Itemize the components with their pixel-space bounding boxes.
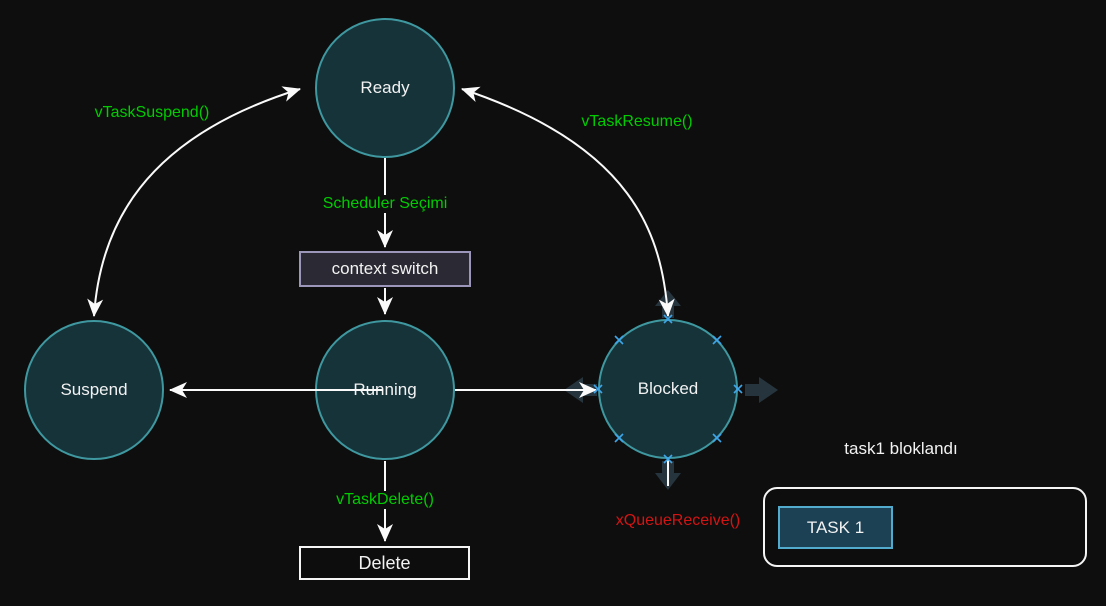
node-blocked[interactable]: Blocked	[598, 319, 738, 459]
node-context-switch[interactable]: context switch	[299, 251, 471, 287]
node-running[interactable]: Running	[315, 320, 455, 460]
blocked-hover-arrow-up	[655, 290, 681, 318]
node-delete[interactable]: Delete	[299, 546, 470, 580]
edge-label-vtaskdelete[interactable]: vTaskDelete()	[331, 491, 439, 509]
node-running-label: Running	[353, 380, 417, 399]
edge-label-vtaskresume[interactable]: vTaskResume()	[576, 113, 698, 131]
blocked-hover-arrow-left	[564, 377, 597, 403]
node-task1[interactable]: TASK 1	[778, 506, 893, 549]
edge-suspend-ready	[87, 86, 301, 317]
blocked-hover-arrow-right	[745, 377, 778, 403]
node-suspend[interactable]: Suspend	[24, 320, 164, 460]
edge-label-vtasksuspend[interactable]: vTaskSuspend()	[89, 104, 215, 122]
node-delete-label: Delete	[358, 552, 411, 573]
annotation-task1-bloklandi[interactable]: task1 bloklandı	[839, 439, 963, 459]
node-blocked-label: Blocked	[637, 379, 699, 398]
edge-label-xqueuereceive[interactable]: xQueueReceive()	[610, 512, 746, 530]
node-suspend-label: Suspend	[60, 380, 128, 399]
edge-label-scheduler-secimi[interactable]: Scheduler Seçimi	[317, 195, 453, 213]
node-ready-label: Ready	[360, 78, 410, 97]
node-task1-label: TASK 1	[806, 517, 865, 537]
blocked-hover-arrow-down	[655, 461, 681, 490]
node-ready[interactable]: Ready	[315, 18, 455, 158]
node-context-switch-label: context switch	[331, 259, 439, 278]
